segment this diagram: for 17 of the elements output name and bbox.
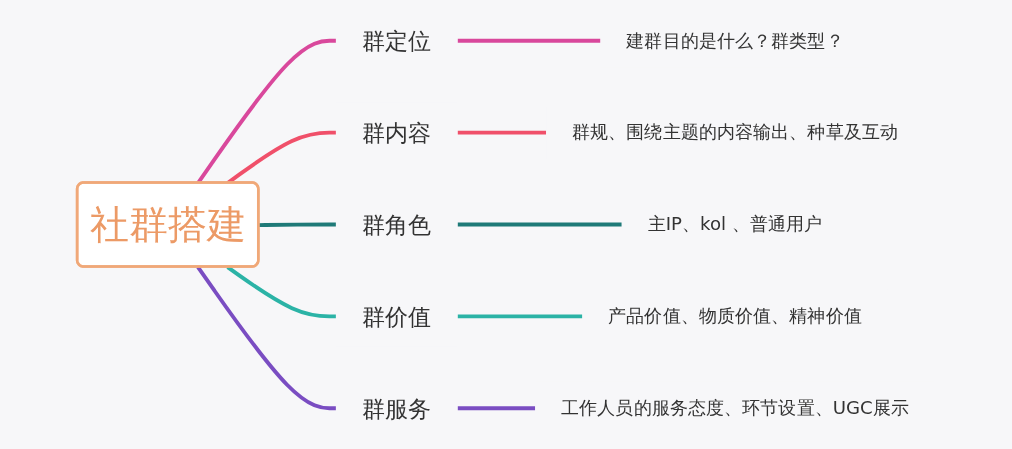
node-text: 工作人员的服务态度、环节设置、UGC展示: [561, 397, 909, 418]
connector: [457, 38, 601, 43]
node-text: 主IP、kol 、普通用户: [647, 213, 823, 235]
node-text: 群内容: [361, 119, 432, 147]
node-text: 群规、围绕主题的内容输出、种草及互动: [571, 121, 899, 143]
node-text: 群价值: [361, 302, 432, 330]
node-text: 产品价值、物质价值、精神价值: [608, 305, 862, 327]
connector: [457, 314, 583, 319]
node-text: 群服务: [361, 394, 432, 422]
connector: [258, 222, 336, 228]
node-text: 群定位: [361, 27, 432, 55]
connector: [457, 130, 547, 135]
connector: [196, 266, 336, 411]
connector: [457, 406, 536, 411]
node-text: 群角色: [361, 210, 432, 239]
connector: [457, 222, 622, 227]
node-text: 建群目的是什么？群类型？: [626, 29, 844, 51]
